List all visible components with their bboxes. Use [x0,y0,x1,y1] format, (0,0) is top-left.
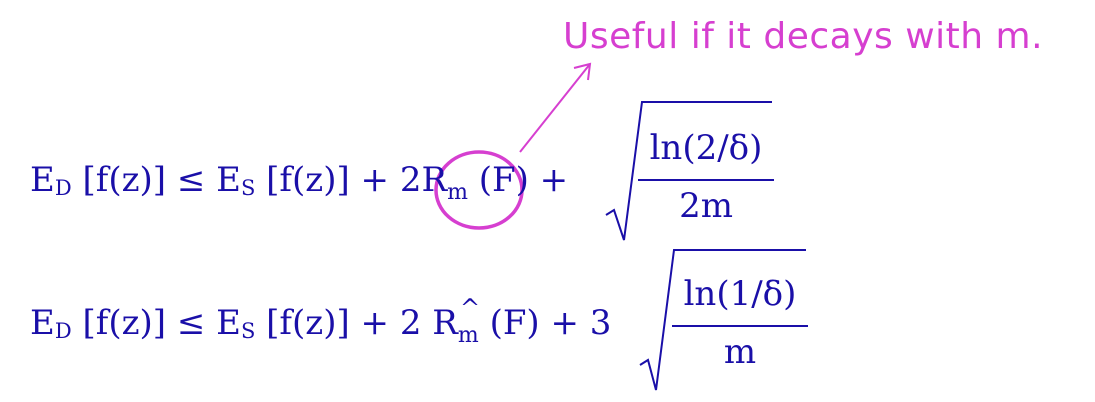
eq2-fraction: ln(1/δ) m [672,274,808,374]
eq1-lhs-e: E [30,160,55,200]
eq2-numerator: ln(1/δ) [683,274,797,314]
eq2-denominator: m [723,332,757,372]
sqrt-sign-1 [605,101,772,241]
eq1-r-arg: (F) + [478,160,569,200]
equation-1: ED [f(z)] ≤ ES [f(z)] + 2Rm (F) + [30,160,569,204]
eq1-rhs-arg: [f(z)] + 2R [266,160,448,200]
eq2-lhs-sub: D [54,319,72,343]
eq2-fraction-bar [672,325,808,327]
eq2-r-arg: (F) + 3 [489,303,612,343]
annotation-circle [434,150,524,230]
eq1-rhs-sub: S [240,176,256,200]
eq1-fraction: ln(2/δ) 2m [638,128,774,228]
eq2-lhs-e: E [30,303,55,343]
sqrt-sign-2 [639,249,806,391]
eq2-rhs-sub: S [240,319,256,343]
annotation-arrow-line [519,63,591,153]
annotation-arrow-head [573,62,592,81]
eq1-denominator: 2m [679,186,733,226]
eq1-fraction-bar [638,179,774,181]
eq2-hat: ^ [460,294,481,322]
eq1-numerator: ln(2/δ) [649,128,763,168]
eq2-lhs-arg: [f(z)] ≤ E [82,303,241,343]
eq1-r-sub: m [447,180,468,205]
annotation-note: Useful if it decays with m. [563,16,1044,57]
eq1-lhs-sub: D [54,176,72,200]
eq2-r-sub: m [457,323,479,348]
eq2-rhs-arg: [f(z)] + 2 R [266,303,458,343]
equation-2: ED [f(z)] ≤ ES [f(z)] + 2 Rm (F) + 3 [30,303,612,347]
eq1-lhs-arg: [f(z)] ≤ E [82,160,241,200]
